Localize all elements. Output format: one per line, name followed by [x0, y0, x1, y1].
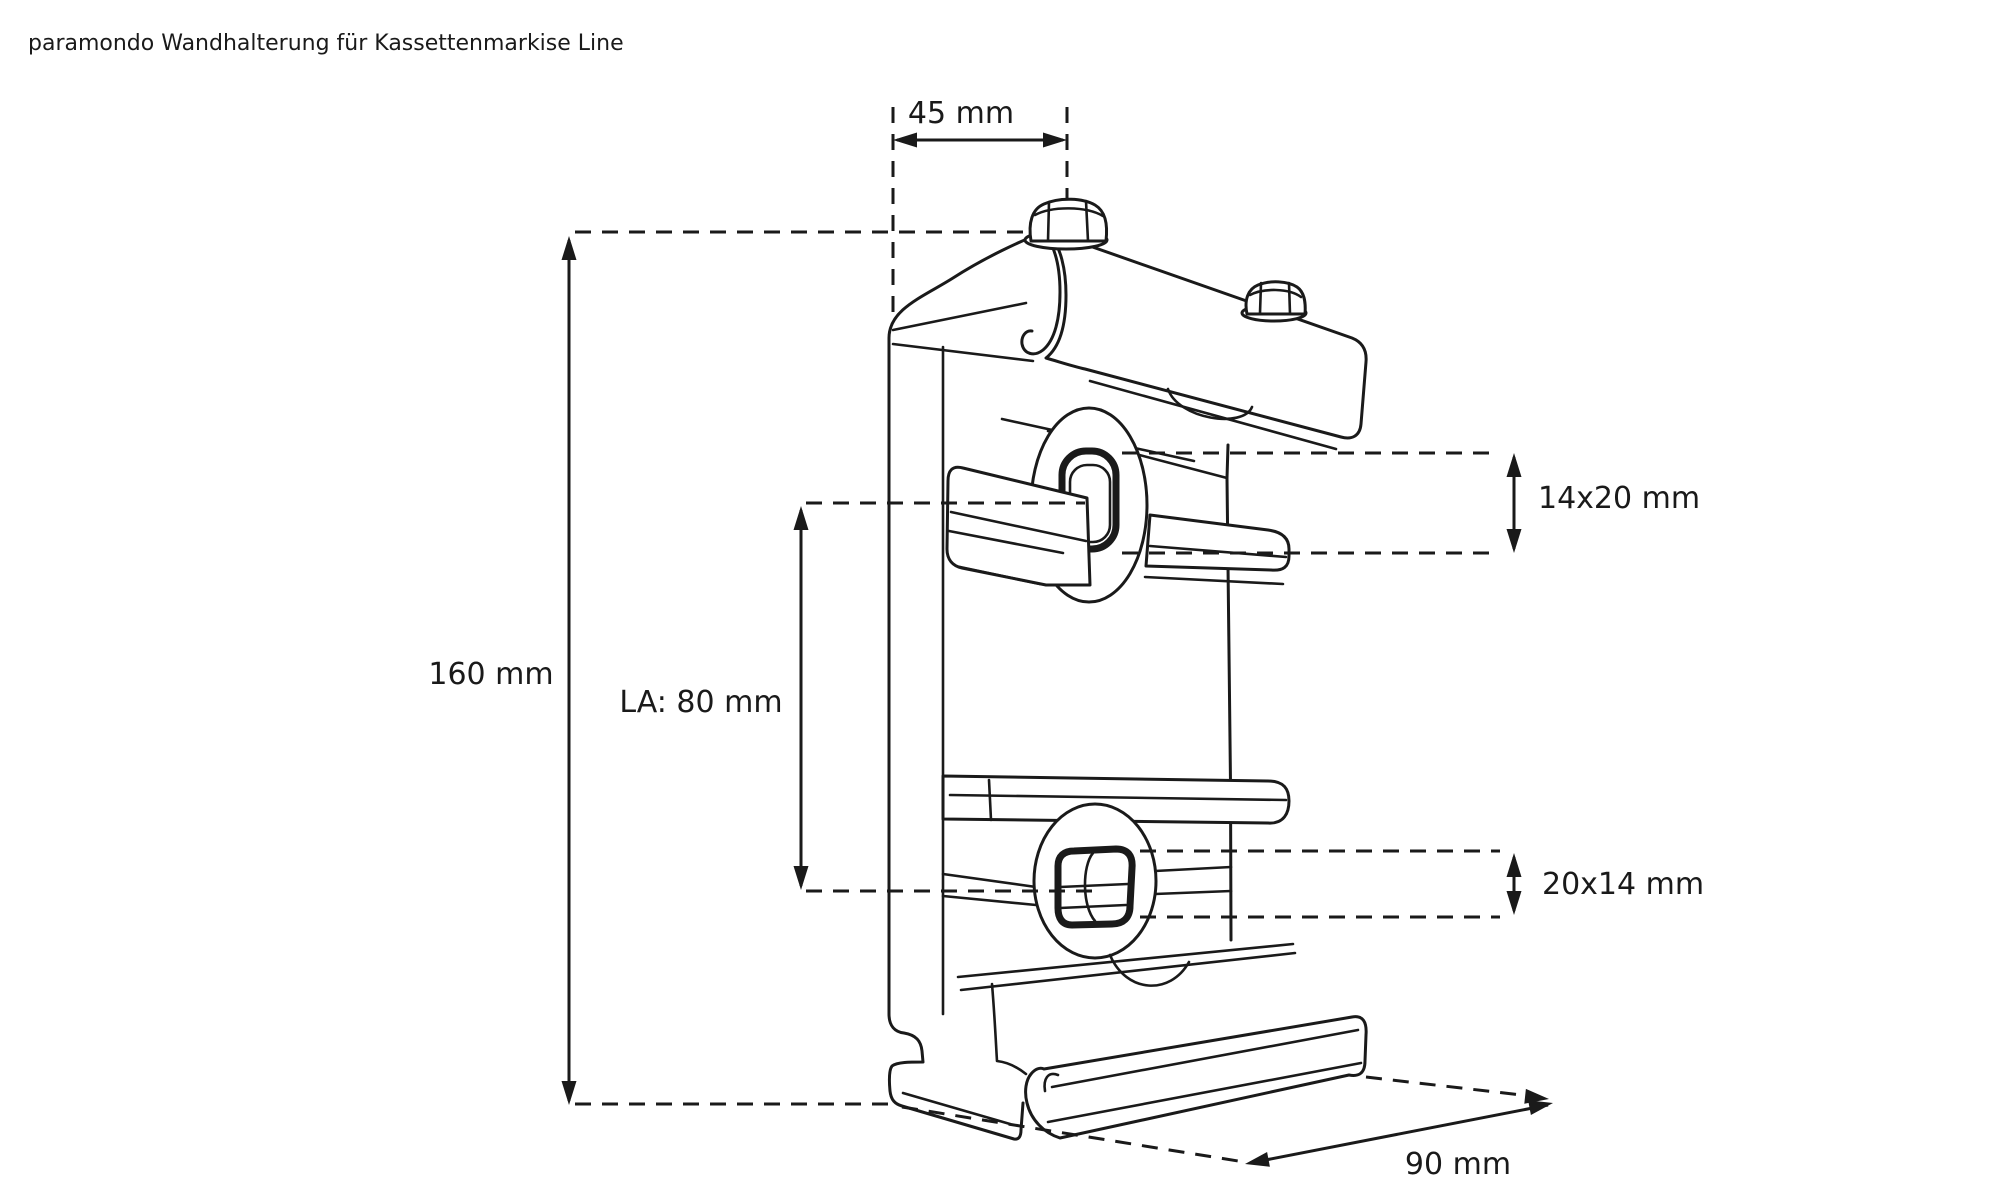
mid-rail-right-bottom: [1153, 889, 1233, 896]
dimension-lower-slot: 20x14 mm: [1140, 849, 1704, 919]
arrowhead-down: [793, 866, 809, 890]
lower-hole-rail-bottom: [1058, 903, 1128, 910]
wall-plate-outline: [887, 229, 1049, 1141]
arrowhead-down: [561, 1081, 577, 1105]
lower-boss-underside: [1108, 953, 1191, 987]
page-title: paramondo Wandhalterung für Kassettenmar…: [28, 31, 624, 56]
lower-flange-step: [987, 778, 993, 822]
extension-line: [901, 1105, 1239, 1163]
arrowhead-down: [1506, 891, 1522, 915]
mid-rail-left-bottom: [941, 894, 1038, 907]
base-rail-channel-curl: [1043, 1072, 1060, 1093]
right-mid-rail-underline: [1143, 575, 1285, 586]
dimension-label-20x14mm: 20x14 mm: [1542, 867, 1704, 902]
mid-rail-left-top: [941, 872, 1038, 889]
measure-line: [1249, 1103, 1549, 1165]
bolt-head: [1244, 280, 1307, 316]
dimension-label-160mm: 160 mm: [428, 657, 553, 692]
arrowhead-dashed: [1524, 1088, 1549, 1104]
foot-bottom-edge: [901, 1091, 1012, 1126]
hex-bolt-left: [1023, 197, 1109, 251]
base-rail: [1024, 1015, 1368, 1140]
arrowhead-up: [1506, 453, 1522, 477]
dimension-hole-spacing: LA: 80 mm: [619, 501, 1100, 893]
base-top-edge-2: [959, 951, 1297, 992]
arrowhead-left: [893, 132, 917, 148]
lower-hole-rail-top: [1058, 882, 1130, 889]
plate-top-back-edge: [891, 301, 1028, 332]
dimension-label-14x20mm: 14x20 mm: [1538, 481, 1700, 516]
lower-flange: [941, 774, 1291, 825]
bolt-top-face: [1033, 207, 1105, 218]
arrowhead-left: [1245, 1152, 1270, 1167]
left-mid-rail-line-1: [949, 510, 1088, 543]
left-mid-rail-line-3: [958, 565, 1042, 586]
extension-line: [1365, 1075, 1531, 1098]
arrowhead-up: [561, 236, 577, 260]
bracket-drawing: [887, 197, 1368, 1141]
dimension-upper-slot: 14x20 mm: [1122, 451, 1700, 555]
dimension-label-45mm: 45 mm: [908, 96, 1014, 131]
arrowhead-up: [793, 506, 809, 530]
arrowhead-right: [1043, 132, 1067, 148]
web-bottom-edge: [990, 982, 1028, 1076]
arrowhead-down: [1506, 529, 1522, 553]
arm-bridge-bump: [1166, 387, 1254, 421]
bolt-top-face: [1248, 288, 1303, 299]
hook-channel: [1020, 238, 1062, 356]
base-rail-line-2: [1046, 1061, 1363, 1124]
left-mid-rail-line-2: [947, 529, 1065, 555]
bolt-facet-1: [1046, 200, 1051, 243]
base-rail-line-1: [1050, 1028, 1360, 1089]
bolt-facet-1: [1258, 281, 1263, 315]
base-top-edge-1: [956, 942, 1295, 979]
arrowhead-up: [1506, 853, 1522, 877]
dimension-label-la80mm: LA: 80 mm: [619, 685, 782, 720]
dimension-label-90mm: 90 mm: [1405, 1147, 1511, 1182]
arm-bottom-edge-2: [1088, 379, 1338, 451]
lower-flange-mid-line: [948, 793, 1288, 802]
mid-rail-right-top: [1153, 865, 1233, 873]
right-mid-rail: [1144, 513, 1291, 572]
bolt-head: [1028, 197, 1109, 243]
bolt-facet-2: [1084, 199, 1090, 243]
dimension-top-width: 45 mm: [891, 96, 1069, 318]
upper-arm: [1044, 229, 1368, 440]
plate-top-front-edge: [891, 342, 1035, 363]
dimension-total-height: 160 mm: [428, 230, 1030, 1106]
dimension-base-depth: 90 mm: [901, 1075, 1553, 1182]
hex-bolt-right: [1240, 280, 1308, 323]
bolt-facet-2: [1287, 281, 1292, 316]
arrowhead-right: [1528, 1100, 1553, 1115]
